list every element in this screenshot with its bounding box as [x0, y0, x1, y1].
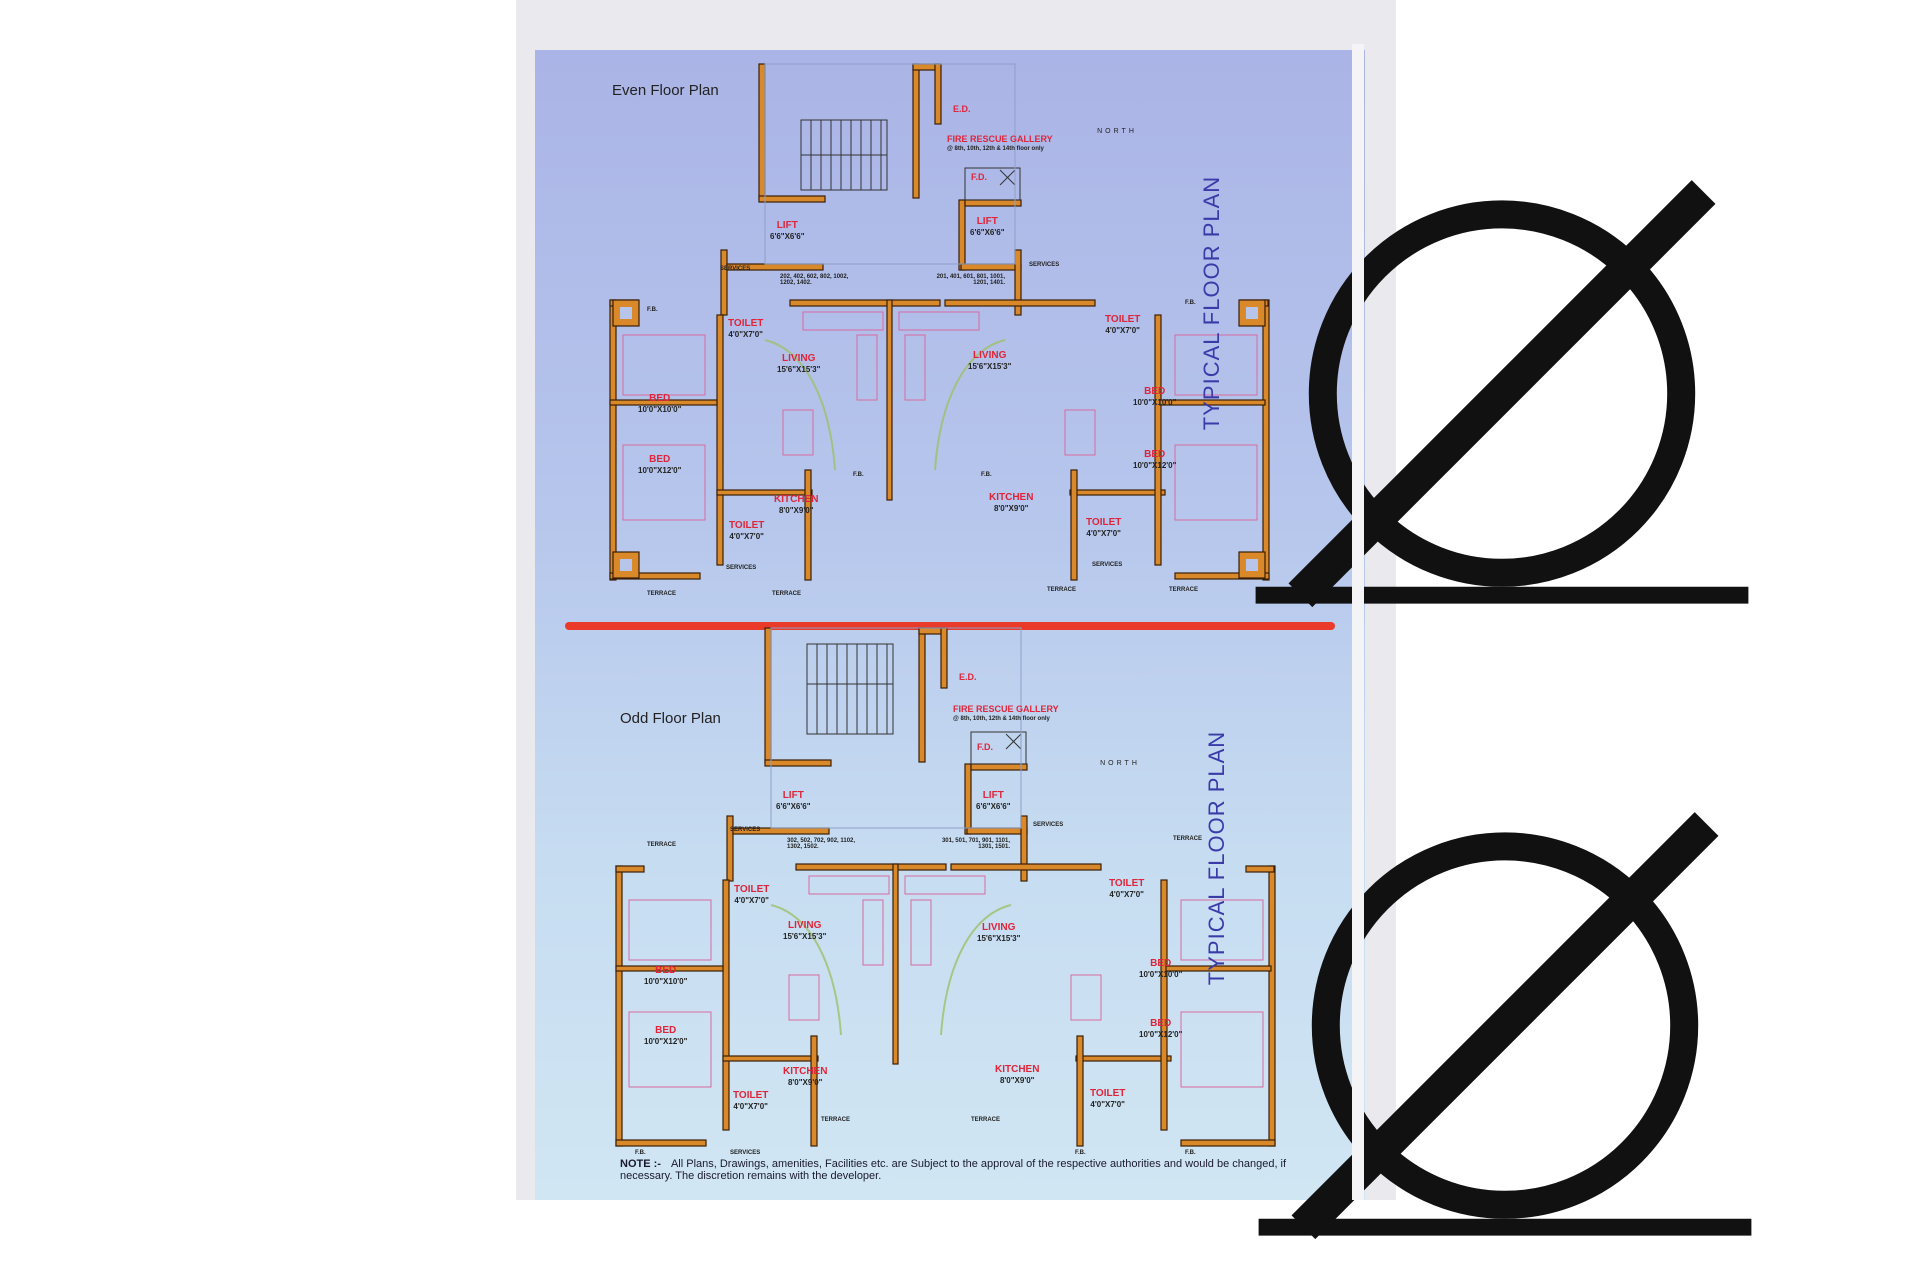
fb-label: F.B. — [647, 307, 658, 313]
fd-label: F.D. — [977, 742, 994, 752]
disclaimer-note: NOTE :-All Plans, Drawings, amenities, F… — [620, 1158, 1320, 1182]
terrace-label: TERRACE — [647, 591, 677, 597]
odd-plan-title: Odd Floor Plan — [620, 710, 721, 727]
brochure-page: Even Floor Plan TYPICAL FLOOR PLAN NORTH… — [535, 50, 1752, 1240]
ed-label: E.D. — [953, 104, 971, 114]
terrace-label: TERRACE — [1047, 587, 1077, 593]
terrace-label: TERRACE — [1173, 836, 1203, 842]
services-label: SERVICES — [1092, 562, 1123, 568]
flat-numbers-right: 201, 401, 601, 801, 1001, 1201, 1401. — [936, 274, 1005, 286]
terrace-label: TERRACE — [1169, 587, 1199, 593]
even-plan-title: Even Floor Plan — [612, 82, 719, 99]
page-edge — [1352, 44, 1364, 1200]
north-label: NORTH — [1100, 760, 1140, 767]
even-floor-plan: Even Floor Plan TYPICAL FLOOR PLAN NORTH… — [535, 50, 1749, 610]
fb-label: F.B. — [635, 1150, 646, 1156]
fire-rescue-note: @ 8th, 10th, 12th & 14th floor only — [953, 716, 1050, 722]
note-label: NOTE :- — [620, 1158, 661, 1170]
fb-label: F.B. — [1075, 1150, 1086, 1156]
north-arrow: NORTH — [1090, 712, 1752, 1240]
fd-label: F.D. — [971, 172, 988, 182]
services-label: SERVICES — [730, 1150, 761, 1156]
fire-rescue-label: FIRE RESCUE GALLERY — [947, 134, 1053, 144]
north-arrow: NORTH — [1087, 80, 1749, 608]
services-label: SERVICES — [1029, 262, 1060, 268]
plan-divider — [565, 622, 1335, 630]
terrace-label: TERRACE — [772, 591, 802, 597]
flat-numbers-left: 202, 402, 602, 802, 1002, 1202, 1402. — [780, 274, 849, 286]
fb-label: F.B. — [981, 472, 992, 478]
odd-floor-plan: Odd Floor Plan TYPICAL FLOOR PLAN NORTH … — [535, 620, 1752, 1240]
flat-numbers-right: 301, 501, 701, 901, 1101, 1301, 1501. — [941, 838, 1010, 850]
even-floor-plan-drawing — [609, 63, 1270, 581]
compass-icon — [1255, 180, 1749, 608]
services-label: SERVICES — [730, 827, 761, 833]
services-label: SERVICES — [1033, 822, 1064, 828]
note-text: All Plans, Drawings, amenities, Faciliti… — [620, 1158, 1287, 1182]
services-label: SERVICES — [726, 565, 757, 571]
services-label: SERVICES — [720, 266, 751, 272]
flat-numbers-left: 302, 502, 702, 902, 1102, 1302, 1502. — [787, 838, 856, 850]
compass-icon — [1258, 812, 1752, 1240]
fire-rescue-label: FIRE RESCUE GALLERY — [953, 704, 1059, 714]
terrace-label: TERRACE — [647, 842, 677, 848]
north-label: NORTH — [1097, 128, 1137, 135]
ed-label: E.D. — [959, 672, 977, 682]
fb-label: F.B. — [1185, 300, 1196, 306]
odd-floor-plan-drawing — [615, 627, 1276, 1147]
fb-label: F.B. — [1185, 1150, 1196, 1156]
fb-label: F.B. — [853, 472, 864, 478]
fire-rescue-note: @ 8th, 10th, 12th & 14th floor only — [947, 146, 1044, 152]
terrace-label: TERRACE — [971, 1117, 1001, 1123]
terrace-label: TERRACE — [821, 1117, 851, 1123]
